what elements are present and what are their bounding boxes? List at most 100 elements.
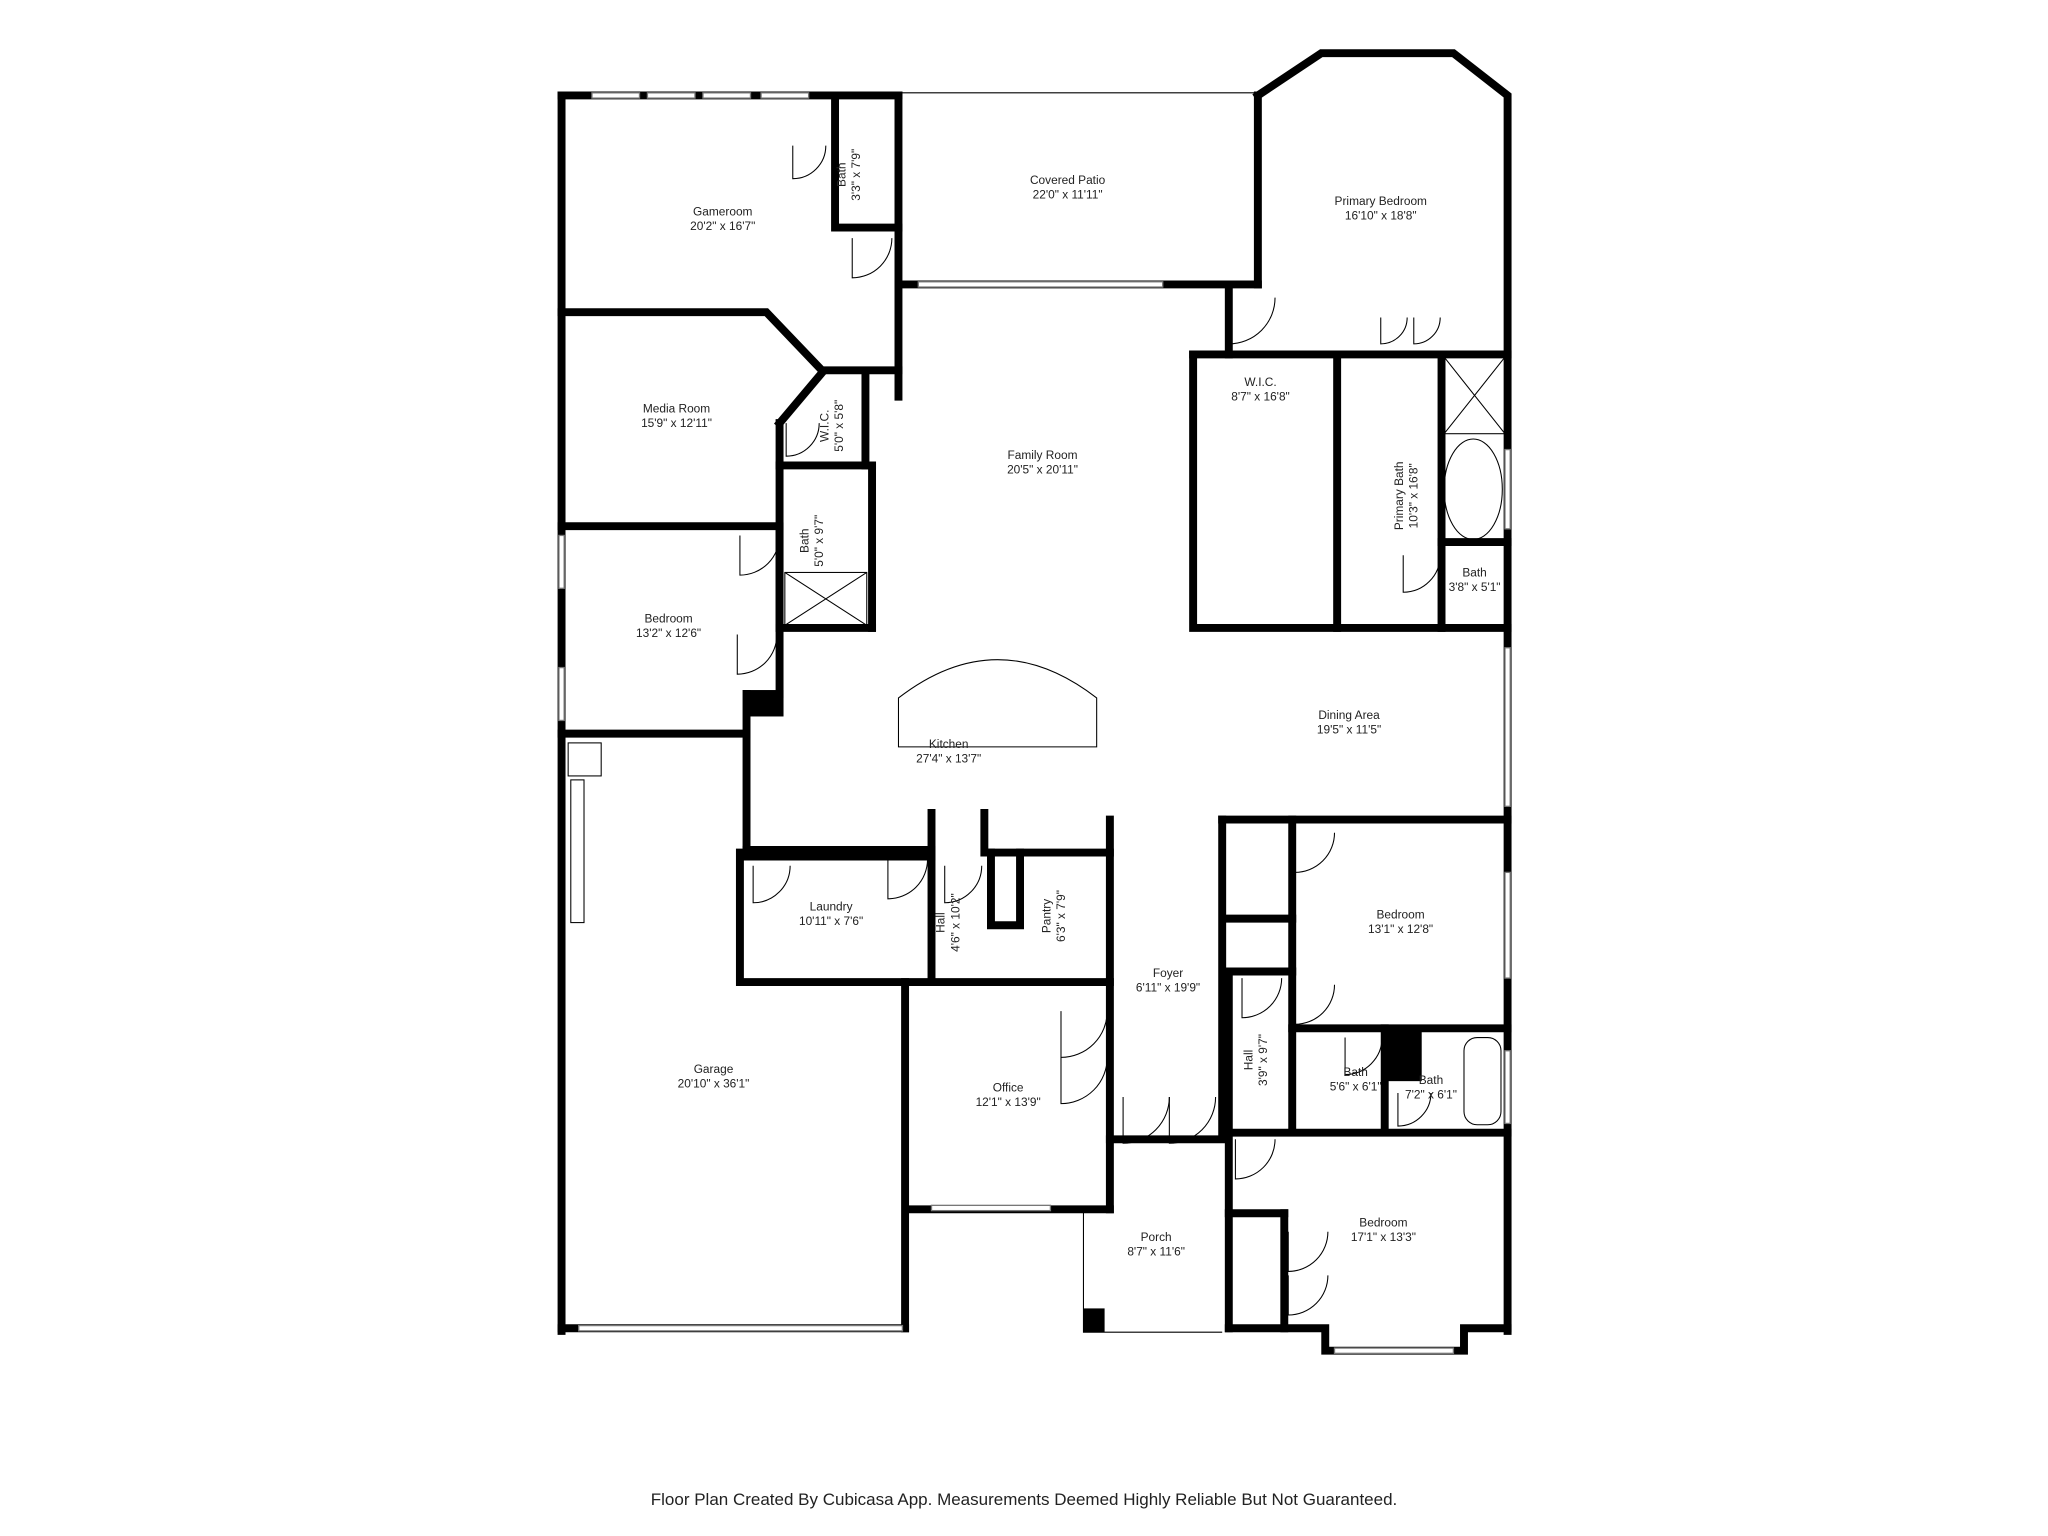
room-dimensions: 13'1" x 12'8" [1368,922,1433,936]
room-name: Bath [798,529,812,553]
wall [980,808,1114,857]
door-swing [1168,1097,1217,1144]
room-dimensions: 6'3" x 7'9" [1054,890,1068,942]
porch-edge [1082,1209,1223,1333]
chase-block [1384,1028,1422,1082]
room-dimensions: 3'3" x 7'9" [849,149,863,201]
room-dimensions: 20'5" x 20'11" [1007,462,1078,476]
shower [1443,356,1506,435]
shelf [570,779,585,924]
room-dimensions: 8'7" x 16'8" [1231,390,1290,404]
window [1504,1050,1511,1125]
room-name: Primary Bedroom [1335,194,1427,208]
door-swing [1122,1097,1170,1144]
wall [987,848,1024,930]
room-name: Primary Bath [1392,461,1406,530]
door-swing [1344,1037,1383,1076]
window [591,92,641,99]
water-heater [567,742,602,777]
room-name: Porch [1141,1230,1172,1244]
room-name: Bath [1419,1073,1443,1087]
room-name: Kitchen [929,737,969,751]
room-dimensions: 8'7" x 11'6" [1127,1245,1185,1259]
room-name: Covered Patio [1030,173,1106,187]
wall [557,308,903,375]
room-dimensions: 4'6" x 10'2" [948,893,962,952]
room-name: Bath [1462,565,1486,579]
door-swing [1060,1011,1108,1058]
room-dimensions: 13'2" x 12'6" [636,626,701,640]
window [917,281,1164,288]
door-swing [1397,1093,1432,1127]
room-name: Bedroom [1376,908,1424,922]
room-dimensions: 15'9" x 12'11" [641,416,712,430]
room-dimensions: 5'0" x 5'8" [832,400,846,452]
room-name: Gameroom [693,205,753,219]
window [930,1204,1052,1212]
window [702,92,752,99]
wall [1224,1324,1512,1355]
door-swing [1402,555,1441,593]
door-swing [1287,1275,1329,1316]
door-swing [1294,832,1336,873]
door-swing [1234,1139,1276,1180]
room-name: Pantry [1039,899,1053,933]
window [646,92,696,99]
room-dimensions: 22'0" x 11'11" [1033,188,1103,202]
room-dimensions: 3'8" x 5'1" [1449,580,1501,594]
room-label: W.I.C.5'0" x 5'8" [817,400,846,452]
door-swing [752,865,791,904]
walls [557,49,1512,1355]
room-dimensions: 5'6" x 6'1" [1330,1079,1382,1093]
room-name: Media Room [643,402,710,416]
wall [735,848,1114,987]
door-swing [1380,317,1408,345]
room-dimensions: 10'11" x 7'6" [799,914,863,928]
window [578,1324,904,1332]
door-swing [1287,1231,1329,1272]
wall [1189,350,1512,632]
room-dimensions: 20'10" x 36'1" [678,1077,750,1091]
wall [831,91,903,232]
room-name: Dining Area [1318,708,1380,722]
bathtub [1463,1037,1502,1126]
window [1504,448,1511,530]
room-name: Bath [1343,1065,1367,1079]
kitchen-island [897,659,1098,748]
door-swing [944,865,983,904]
room-name: Bedroom [1359,1215,1407,1229]
door-swing [739,535,781,576]
room-name: Hall [934,912,948,932]
door-swing [1241,978,1283,1019]
door-swing [792,145,827,180]
wall [1252,49,1512,1335]
room-name: W.I.C. [1244,375,1276,389]
window [760,92,810,99]
room-name: Office [993,1081,1024,1095]
room-name: Garage [694,1062,734,1076]
room-dimensions: 16'10" x 18'8" [1345,209,1417,223]
